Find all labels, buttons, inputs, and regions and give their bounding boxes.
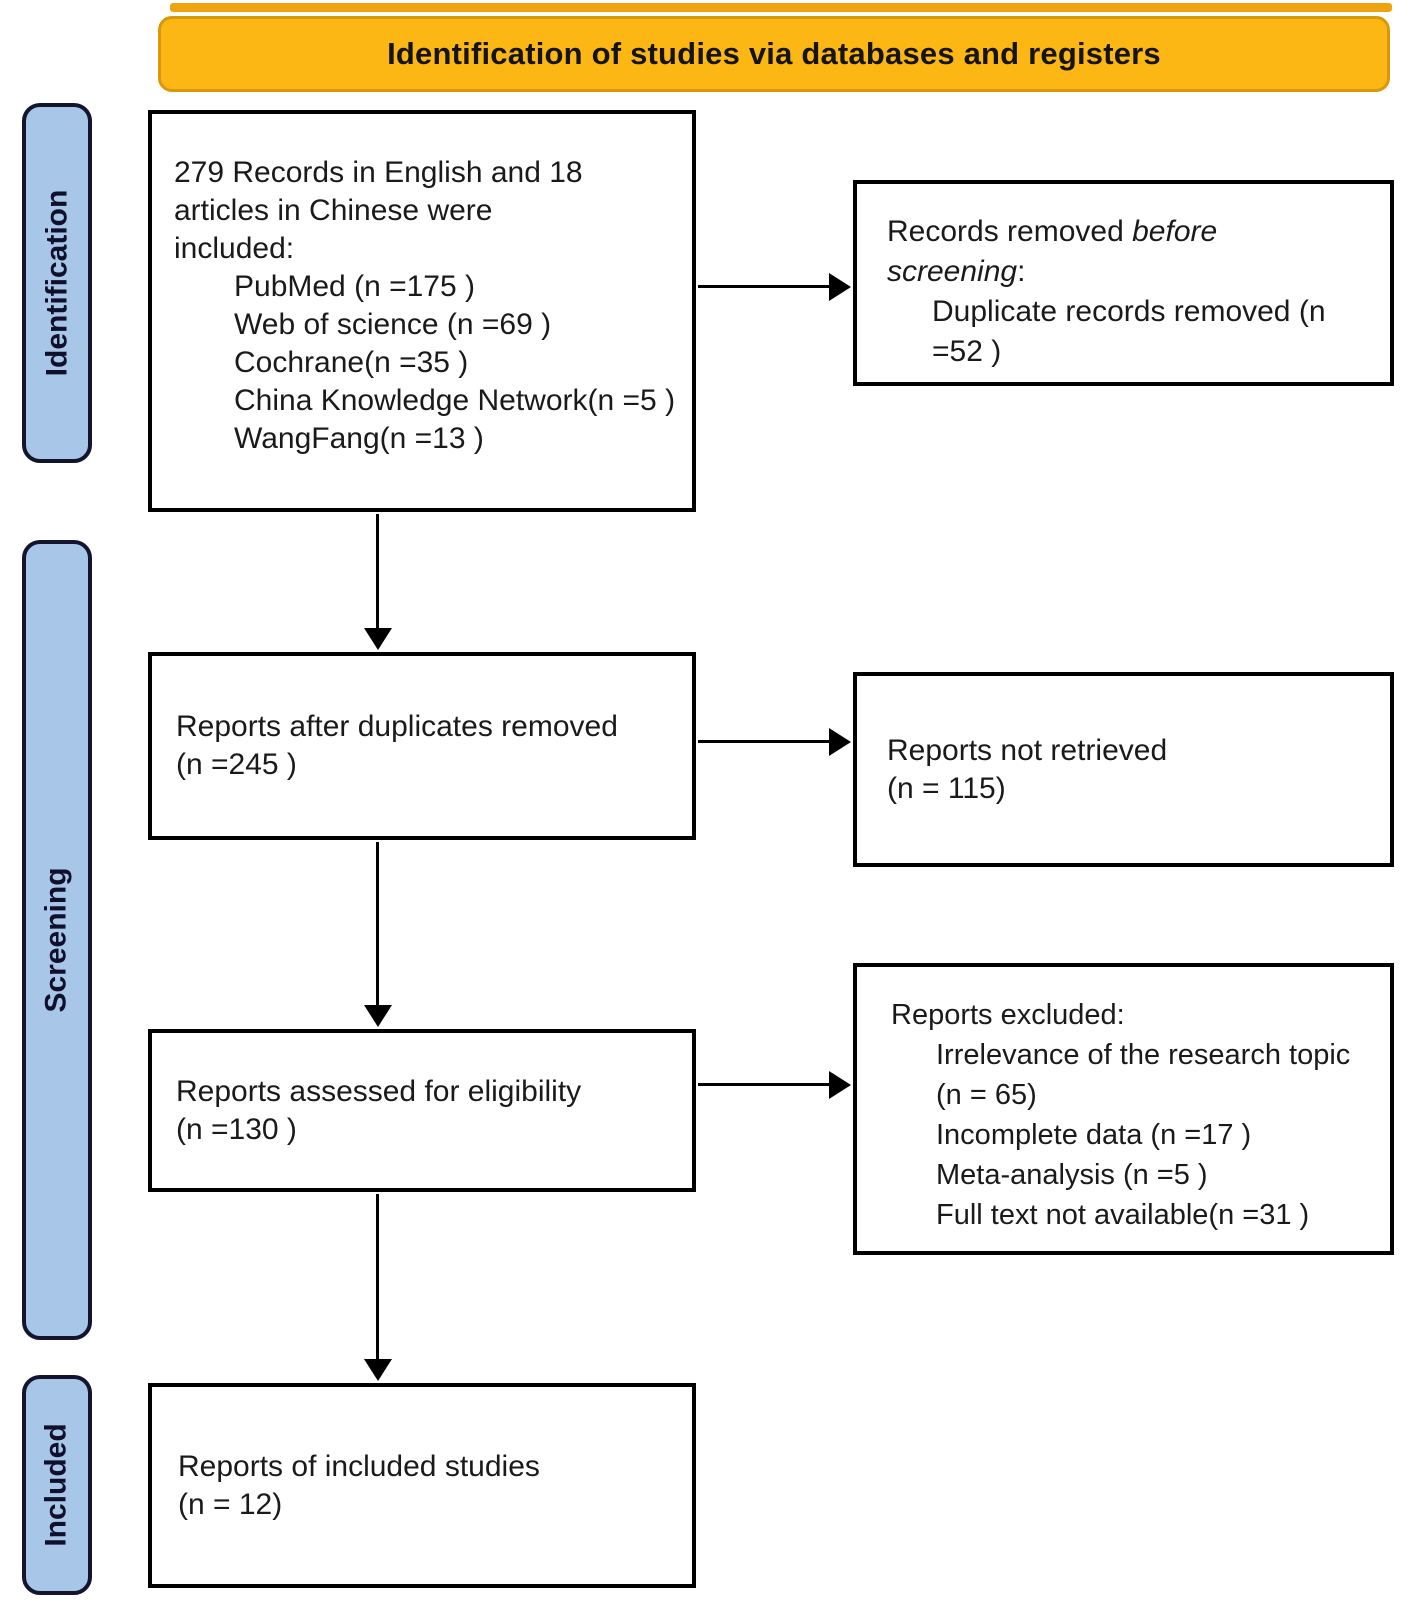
stage-screening-bar: Screening bbox=[22, 540, 92, 1340]
excluded-item-full-text: Full text not available(n =31 ) bbox=[936, 1199, 1310, 1231]
arrow-line bbox=[698, 1083, 833, 1086]
stage-included-bar: Included bbox=[22, 1375, 92, 1595]
arrow-line bbox=[698, 285, 833, 288]
source-item-china-knowledge-network: China Knowledge Network(n =5 ) bbox=[234, 384, 676, 417]
banner: Identification of studies via databases … bbox=[158, 16, 1390, 92]
excluded-item-meta-analysis: Meta-analysis (n =5 ) bbox=[936, 1159, 1208, 1191]
arrow-head-right-icon bbox=[829, 728, 851, 756]
source-item-cochrane: Cochrane(n =35 ) bbox=[234, 346, 469, 379]
stage-identification-label: Identification bbox=[40, 189, 74, 377]
arrow-head-down-icon bbox=[364, 1359, 392, 1381]
records-removed-line-1: Records removed before bbox=[887, 212, 1376, 252]
not-retrieved-line-1: Reports not retrieved bbox=[887, 733, 1168, 767]
records-intro-line-2: articles in Chinese were bbox=[174, 194, 493, 227]
arrow-line bbox=[376, 514, 379, 630]
box-records-identified: 279 Records in English and 18 articles i… bbox=[148, 110, 696, 512]
box-excluded: Reports excluded: Irrelevance of the res… bbox=[853, 963, 1394, 1255]
box-after-duplicates: Reports after duplicates removed (n =245… bbox=[148, 652, 696, 840]
duplicates-removed-item: Duplicate records removed (n =52 ) bbox=[932, 295, 1326, 368]
records-removed-prefix: Records removed bbox=[887, 215, 1133, 248]
excluded-item-incomplete-data: Incomplete data (n =17 ) bbox=[936, 1119, 1252, 1151]
included-studies-count: (n = 12) bbox=[178, 1487, 283, 1521]
stage-screening-label: Screening bbox=[40, 867, 73, 1013]
records-removed-line-2: screening: bbox=[887, 252, 1376, 292]
after-duplicates-line-1: Reports after duplicates removed bbox=[176, 710, 618, 743]
box-records-removed: Records removed before screening: Duplic… bbox=[853, 180, 1394, 386]
arrow-head-down-icon bbox=[364, 1005, 392, 1027]
box-included-studies: Reports of included studies (n = 12) bbox=[148, 1383, 696, 1588]
records-removed-italic-before: before bbox=[1132, 215, 1218, 248]
top-strip bbox=[170, 3, 1392, 12]
arrow-line bbox=[376, 1194, 379, 1361]
arrow-line bbox=[376, 842, 379, 1007]
source-item-wangfang: WangFang(n =13 ) bbox=[234, 422, 484, 455]
excluded-intro: Reports excluded: bbox=[891, 999, 1125, 1031]
records-intro-line-3: included: bbox=[174, 232, 295, 265]
assessed-line-1: Reports assessed for eligibility bbox=[176, 1074, 582, 1108]
stage-identification-bar: Identification bbox=[22, 103, 92, 463]
source-item-pubmed: PubMed (n =175 ) bbox=[234, 270, 475, 303]
arrow-head-right-icon bbox=[829, 273, 851, 301]
records-removed-italic-screening: screening bbox=[887, 255, 1018, 288]
records-removed-colon: : bbox=[1017, 255, 1026, 288]
arrow-head-right-icon bbox=[829, 1071, 851, 1099]
stage-included-label: Included bbox=[40, 1423, 73, 1547]
box-not-retrieved: Reports not retrieved (n = 115) bbox=[853, 672, 1394, 867]
assessed-count: (n =130 ) bbox=[176, 1112, 297, 1146]
not-retrieved-count: (n = 115) bbox=[887, 771, 1006, 805]
excluded-item-irrelevance: Irrelevance of the research topic (n = 6… bbox=[936, 1039, 1351, 1111]
box-assessed: Reports assessed for eligibility (n =130… bbox=[148, 1029, 696, 1192]
arrow-head-down-icon bbox=[364, 628, 392, 650]
arrow-line bbox=[698, 740, 833, 743]
after-duplicates-count: (n =245 ) bbox=[176, 748, 297, 781]
included-studies-line-1: Reports of included studies bbox=[178, 1449, 540, 1483]
banner-title: Identification of studies via databases … bbox=[387, 36, 1161, 71]
source-item-web-of-science: Web of science (n =69 ) bbox=[234, 308, 552, 341]
records-intro-line-1: 279 Records in English and 18 bbox=[174, 156, 583, 189]
